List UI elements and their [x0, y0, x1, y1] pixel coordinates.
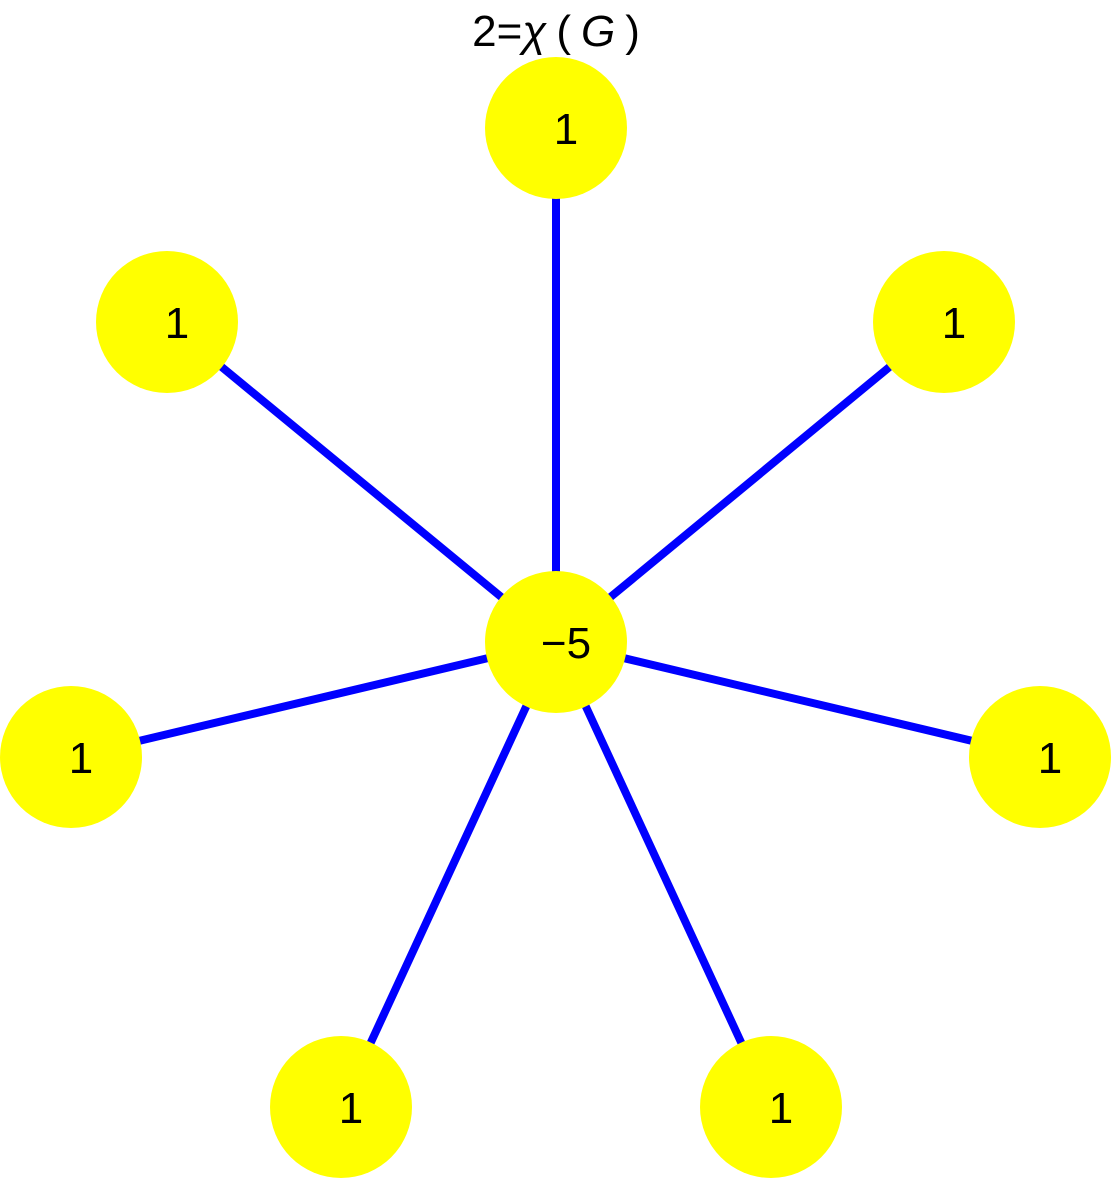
- node-label: 1: [69, 734, 93, 783]
- node-circle: [485, 57, 627, 199]
- node-circle: [700, 1036, 842, 1178]
- title-var: G: [581, 7, 615, 56]
- node-circle: [270, 1036, 412, 1178]
- title-chi: χ: [518, 7, 547, 56]
- node-label: −5: [541, 619, 591, 668]
- node-label: 1: [942, 299, 966, 348]
- node-label: 1: [554, 105, 578, 154]
- node-label: 1: [1038, 734, 1062, 783]
- edge-n-upper-left: [217, 362, 506, 602]
- node-right: 1: [969, 686, 1111, 828]
- node-center: −5: [485, 571, 627, 713]
- title-value: 2: [472, 7, 496, 56]
- node-circle: [485, 571, 627, 713]
- edge-n-bottom-right: [581, 702, 746, 1047]
- node-bottom-right: 1: [700, 1036, 842, 1178]
- node-upper-right: 1: [873, 251, 1015, 393]
- edges-group: [137, 197, 974, 1047]
- nodes-group: −5 1 1 1 1 1 1 1: [0, 57, 1111, 1178]
- title-close-paren: ): [625, 7, 640, 56]
- node-upper-left: 1: [96, 251, 238, 393]
- node-circle: [0, 686, 142, 828]
- graph-title: 2=χ(G): [472, 7, 640, 56]
- edge-n-bottom-left: [366, 702, 531, 1047]
- node-left: 1: [0, 686, 142, 828]
- node-label: 1: [769, 1084, 793, 1133]
- title-open-paren: (: [556, 7, 571, 56]
- node-circle: [96, 251, 238, 393]
- node-circle: [873, 251, 1015, 393]
- title-equals: =: [497, 7, 523, 56]
- node-label: 1: [165, 299, 189, 348]
- edge-n-left: [137, 654, 490, 745]
- node-circle: [969, 686, 1111, 828]
- node-top: 1: [485, 57, 627, 199]
- node-bottom-left: 1: [270, 1036, 412, 1178]
- node-label: 1: [339, 1084, 363, 1133]
- edge-n-upper-right: [606, 362, 894, 602]
- edge-n-right: [622, 654, 974, 745]
